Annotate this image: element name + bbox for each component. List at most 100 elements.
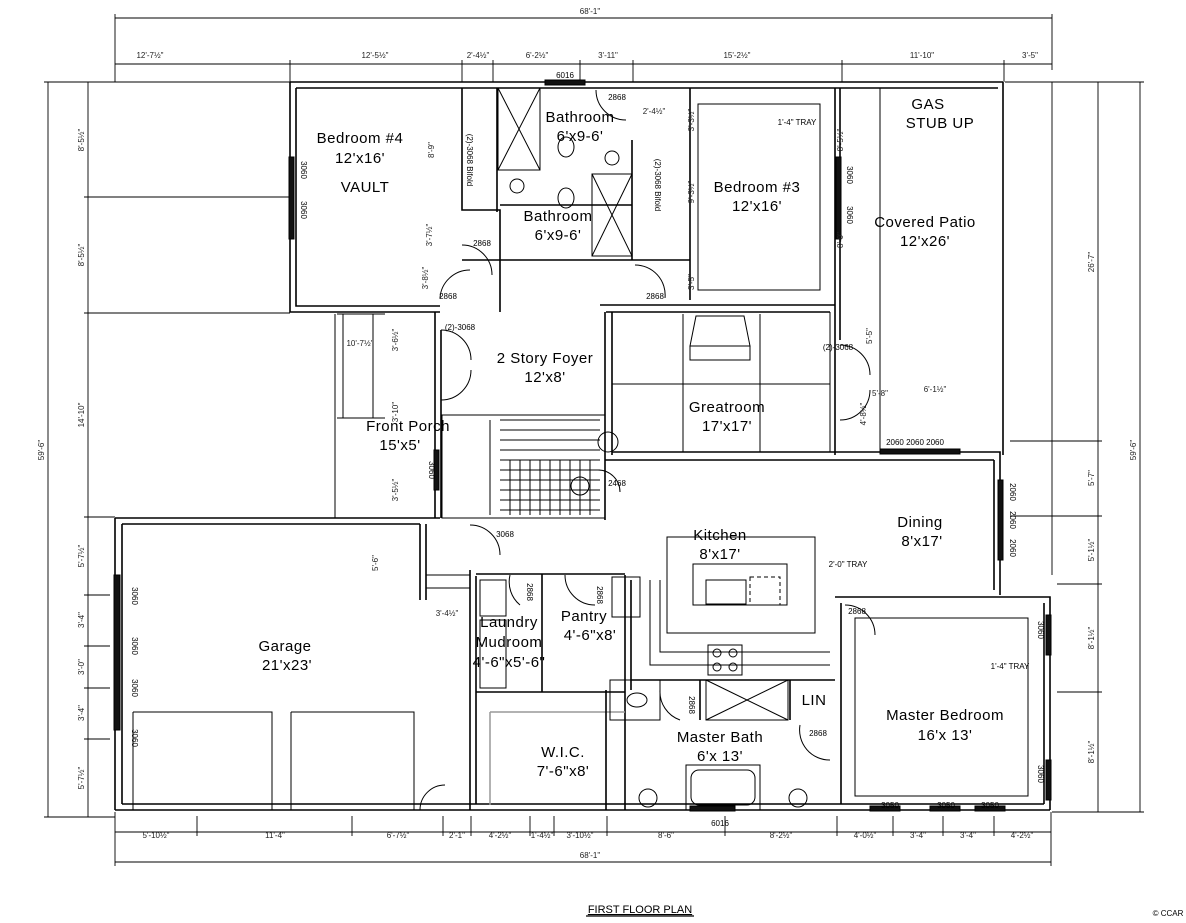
window-label: 3060 — [845, 206, 854, 224]
room-name-dining: Dining — [897, 514, 943, 531]
room-name-mudroom: Mudroom — [476, 634, 543, 651]
window-label: 3050 — [881, 801, 899, 810]
door-label: 2868 — [646, 292, 664, 301]
dimension-label: 3'-4" — [960, 831, 976, 840]
window-label: 3060 — [1036, 621, 1045, 639]
dimension-label: 6'-2½" — [526, 51, 549, 60]
window-label: 3060 — [130, 679, 139, 697]
dimension-label: 4'-0½" — [854, 831, 877, 840]
room-name-wic: W.I.C. — [541, 744, 585, 761]
room-name-foyer: 2 Story Foyer — [497, 350, 594, 367]
door-label: 2868 — [848, 607, 866, 616]
door-label: 2868 — [809, 729, 827, 738]
room-name-laundry: Laundry — [480, 614, 538, 631]
room-name-kitchen: Kitchen — [693, 527, 747, 544]
room-note-vault: VAULT — [341, 179, 390, 196]
door-label: 2868 — [525, 583, 534, 601]
dimension-lines — [44, 14, 1144, 866]
door-label: (2)-3068 — [823, 343, 854, 352]
dimension-label: 2'-4½" — [467, 51, 490, 60]
doors — [419, 89, 876, 811]
room-name-bedroom4: Bedroom #4 — [317, 130, 404, 147]
window-label: 3050 — [937, 801, 955, 810]
dimension-label: 3'-10½" — [566, 831, 593, 840]
door-label: 2868 — [608, 93, 626, 102]
room-size-front-porch: 15'x5' — [379, 437, 420, 454]
dimension-label: 1'-4½" — [531, 831, 554, 840]
window-label: 3060 — [299, 201, 308, 219]
room-size-bathroom: 6'x9-6' — [557, 128, 604, 145]
dimension-label: 6'-1½" — [924, 385, 947, 394]
dimension-label: 5'-5" — [865, 328, 874, 344]
window-label: 3060 — [130, 729, 139, 747]
window-label: 3060 — [130, 637, 139, 655]
room-size-bedroom3: 12'x16' — [732, 198, 782, 215]
dimension-label: 3'-4" — [77, 612, 86, 628]
dimension-label: 5'-1½" — [1087, 539, 1096, 562]
windows — [113, 79, 1052, 812]
room-name-garage: Garage — [258, 638, 311, 655]
window-label: 3060 — [130, 587, 139, 605]
window-label: 3060 — [1036, 765, 1045, 783]
dimension-label: 10'-7½" — [346, 339, 373, 348]
room-size-garage: 21'x23' — [262, 657, 312, 674]
room-size-kitchen: 8'x17' — [699, 546, 740, 563]
room-size-greatroom: 17'x17' — [702, 418, 752, 435]
room-name-greatroom: Greatroom — [689, 399, 765, 416]
dimension-label: 5'-8" — [872, 389, 888, 398]
door-label: 3068 — [496, 530, 514, 539]
dimension-label: 5'-7" — [1087, 470, 1096, 486]
room-size-covered-patio: 12'x26' — [900, 233, 950, 250]
stairs — [441, 414, 619, 519]
window-label: 3060 — [427, 461, 436, 479]
dimension-label: 3'-11" — [598, 51, 618, 60]
dimension-label: 3'-5" — [1022, 51, 1038, 60]
dimension-label: 5'-7½" — [77, 767, 86, 790]
door-label: (2)-3068 — [445, 323, 476, 332]
dimension-label: 3'-4½" — [436, 609, 459, 618]
bifold-door-label: (2)-3068 Bifold — [653, 159, 662, 211]
room-size-bedroom4: 12'x16' — [335, 150, 385, 167]
window-label: 6016 — [711, 819, 729, 828]
dimension-label: 11'-10" — [910, 51, 934, 60]
room-name-pantry: Pantry — [561, 608, 607, 625]
dimension-label: 3'-10" — [391, 402, 400, 423]
room-size-laundry: 4'-6"x5'-6" — [473, 654, 546, 671]
dimension-label: 59'-6" — [37, 440, 46, 461]
bifold-door-label: (2)-3068 Bifold — [465, 134, 474, 186]
dimension-label: 4'-2½" — [489, 831, 512, 840]
room-name-bathroom: Bathroom — [523, 208, 592, 225]
dimension-label: 15'-2½" — [723, 51, 750, 60]
dimension-label: 8'-5½" — [77, 244, 86, 267]
dimension-label: 12'-7½" — [136, 51, 163, 60]
window-label: 3060 — [299, 161, 308, 179]
room-size-pantry: 4'-6"x8' — [564, 627, 617, 644]
dimension-label: 5'-7½" — [77, 545, 86, 568]
dimension-label: 8'-9" — [427, 142, 436, 158]
door-label: 2868 — [595, 586, 604, 604]
dimension-label: 11'-4" — [265, 831, 285, 840]
room-name-master-bedroom: Master Bedroom — [886, 707, 1004, 724]
dimension-label: 9'-3½" — [687, 181, 696, 204]
dimension-label: 12'-5½" — [361, 51, 388, 60]
room-size-master-bedroom: 16'x 13' — [918, 727, 973, 744]
fixtures — [479, 87, 816, 811]
dimension-label: 4'-8½" — [859, 403, 868, 426]
dimension-label: 8'-2½" — [770, 831, 793, 840]
dimension-label: 59'-6" — [1129, 440, 1138, 461]
dimension-label: 3'-0" — [77, 659, 86, 675]
window-label: 3060 — [845, 166, 854, 184]
tray-note: 2'-0" TRAY — [829, 560, 868, 569]
door-label: 2868 — [687, 696, 696, 714]
dimension-label: 14'-10" — [77, 402, 86, 427]
room-name-linen: LIN — [802, 692, 827, 709]
dimension-label: 4'-2½" — [1011, 831, 1034, 840]
dimension-label: 2'-1" — [449, 831, 465, 840]
dimension-label: 3'-4" — [77, 705, 86, 721]
dimension-label: 3'-8½" — [421, 267, 430, 290]
dimension-label: 3'-7½" — [425, 224, 434, 247]
window-label: 2060 2060 2060 — [886, 438, 944, 447]
window-label: 2060 — [1008, 483, 1017, 501]
dimension-label: 3'-5" — [687, 274, 696, 290]
